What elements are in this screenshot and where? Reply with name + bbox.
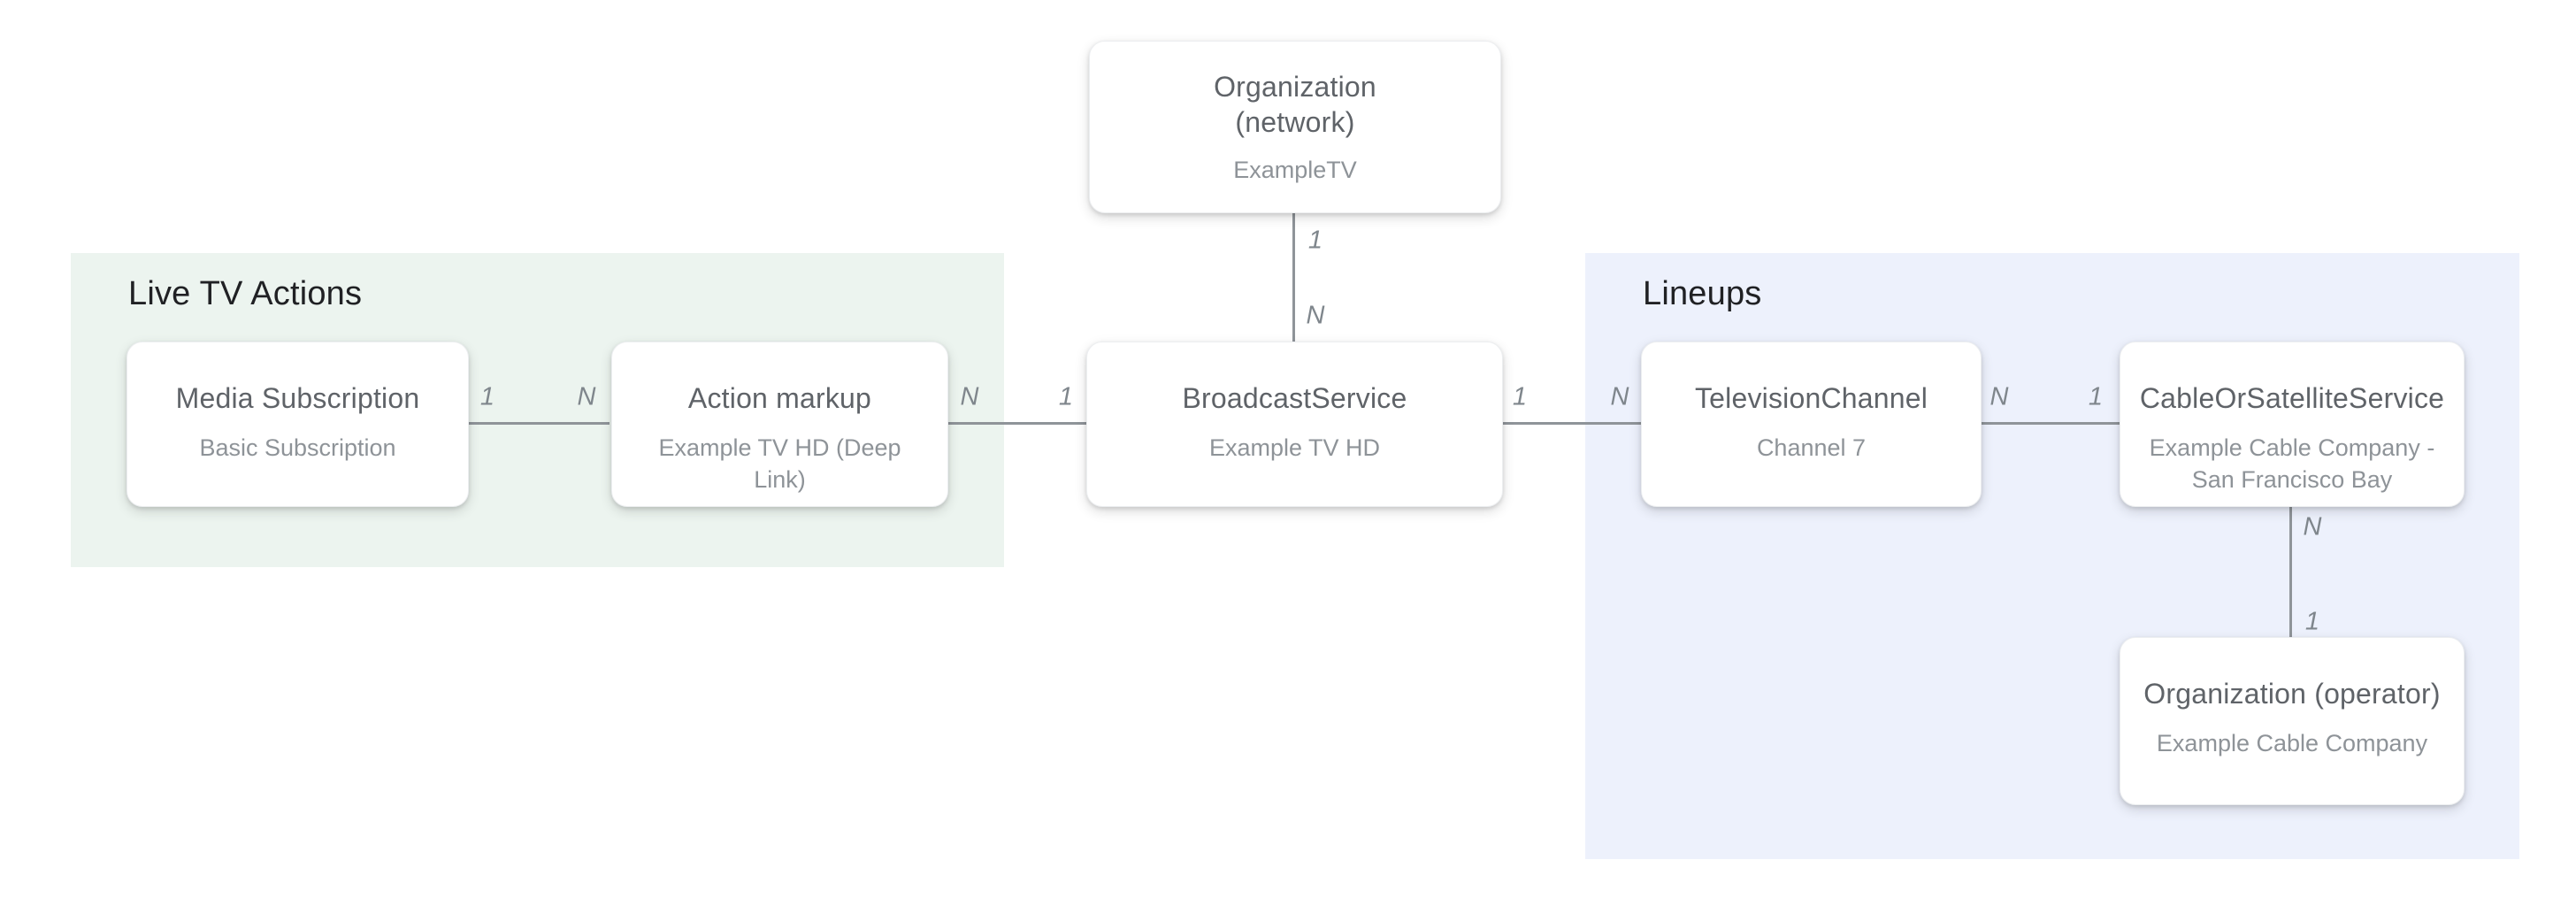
node-title-line: (network) bbox=[1235, 106, 1355, 138]
cardinality-label: 1 bbox=[2304, 607, 2320, 636]
node-organization-network: Organization (network) ExampleTV bbox=[1089, 41, 1501, 213]
edge-line-mediasubscription-to-actionmarkup bbox=[468, 422, 610, 425]
edge-line-cableorsatelliteservice-to-operator bbox=[2289, 507, 2292, 637]
node-cable-or-satellite-service: CableOrSatelliteService Example Cable Co… bbox=[2120, 342, 2465, 507]
node-title: BroadcastService bbox=[1182, 382, 1407, 414]
group-lineups-heading: Lineups bbox=[1643, 275, 1762, 312]
edge-line-broadcastservice-to-televisionchannel bbox=[1503, 422, 1641, 425]
node-action-markup: Action markup Example TV HD (Deep Link) bbox=[611, 342, 948, 507]
node-title: Organization (network) bbox=[1090, 69, 1500, 140]
edge-line-network-to-broadcastservice bbox=[1292, 213, 1295, 342]
node-subtitle: Example TV HD (Deep Link) bbox=[658, 434, 901, 493]
node-title: Action markup bbox=[687, 382, 872, 414]
node-title-line: Organization bbox=[1214, 71, 1376, 103]
node-title: TelevisionChannel bbox=[1694, 382, 1928, 414]
cardinality-label: N bbox=[1306, 301, 1325, 330]
cardinality-label: 1 bbox=[1512, 382, 1528, 411]
cardinality-label: 1 bbox=[2088, 382, 2104, 411]
node-broadcast-service: BroadcastService Example TV HD bbox=[1086, 342, 1503, 507]
cardinality-label: N bbox=[2303, 512, 2322, 541]
cardinality-label: N bbox=[960, 382, 979, 411]
edge-line-actionmarkup-to-broadcastservice bbox=[948, 422, 1087, 425]
node-title: Media Subscription bbox=[175, 382, 420, 414]
cardinality-label: N bbox=[1610, 382, 1629, 411]
node-organization-operator: Organization (operator) Example Cable Co… bbox=[2120, 637, 2465, 805]
node-subtitle: ExampleTV bbox=[1233, 157, 1357, 183]
cardinality-label: 1 bbox=[479, 382, 495, 411]
group-live-tv-actions-heading: Live TV Actions bbox=[128, 275, 363, 312]
edge-line-televisionchannel-to-cableorsatelliteservice bbox=[1982, 422, 2120, 425]
node-subtitle: Example Cable Company bbox=[2156, 730, 2428, 756]
node-subtitle: Example TV HD bbox=[1208, 434, 1381, 461]
cardinality-label: 1 bbox=[1058, 382, 1074, 411]
node-subtitle: Example Cable Company - San Francisco Ba… bbox=[2149, 434, 2435, 493]
cardinality-label: N bbox=[1990, 382, 2009, 411]
cardinality-label: N bbox=[577, 382, 596, 411]
cardinality-label: 1 bbox=[1307, 226, 1323, 255]
node-subtitle: Basic Subscription bbox=[199, 434, 396, 461]
node-title: Organization (operator) bbox=[2143, 678, 2441, 710]
node-television-channel: TelevisionChannel Channel 7 bbox=[1641, 342, 1982, 507]
node-subtitle: Channel 7 bbox=[1756, 434, 1867, 461]
node-media-subscription: Media Subscription Basic Subscription bbox=[126, 342, 469, 507]
node-title: CableOrSatelliteService bbox=[2139, 382, 2445, 414]
